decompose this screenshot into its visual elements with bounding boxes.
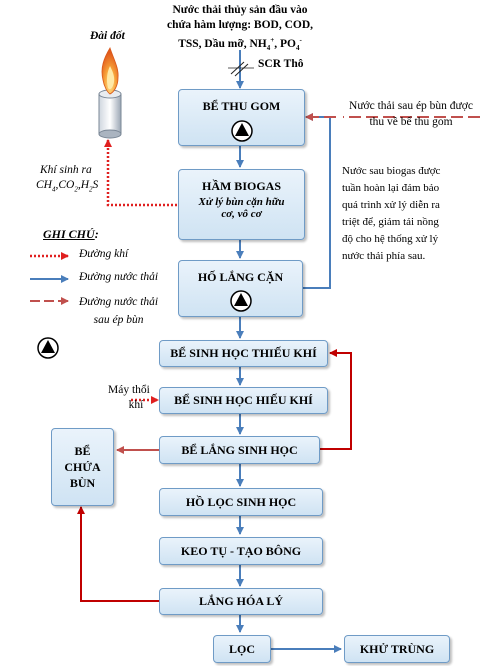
note-biogas-recycle: Nước sau biogas được tuần hoàn lại đảm b… xyxy=(342,163,482,265)
note-biogas-recycle-line-4: triệt để, giảm tải nồng xyxy=(342,216,439,228)
scr-slash-2 xyxy=(234,63,249,77)
recycle-sludge-line xyxy=(320,349,352,450)
box-chua-bun[interactable]: BỂ CHỨA BÙN xyxy=(51,428,114,506)
note-sludge-return: Nước thải sau ép bùn được thu về bể thu … xyxy=(340,98,482,130)
box-ham-biogas-title: HẦM BIOGAS xyxy=(201,179,281,193)
box-hieu-khi[interactable]: BỂ SINH HỌC HIẾU KHÍ xyxy=(159,387,328,414)
legend-water-label: Đường nước thải xyxy=(79,271,159,283)
box-ho-loc[interactable]: HỒ LỌC SINH HỌC xyxy=(159,488,323,516)
box-keo-tu-label: KEO TỤ - TẠO BÔNG xyxy=(180,543,302,558)
box-ham-biogas[interactable]: HẦM BIOGAS Xử lý bùn cặn hữu cơ, vô cơ xyxy=(178,169,305,240)
box-khu-trung[interactable]: KHỬ TRÙNG xyxy=(344,635,450,663)
legend-gas-label: Đường khí xyxy=(79,248,129,260)
box-loc[interactable]: LỌC xyxy=(213,635,271,663)
legend-sludge-label-line-1: Đường nước thải xyxy=(79,296,159,308)
influent-line-3: TSS, Dầu mỡ, NH4+, PO4- xyxy=(178,36,302,53)
legend-title-colon: : xyxy=(94,227,99,241)
note-sludge-return-line-2: thu về bể thu gom xyxy=(369,116,453,128)
legend-sludge-label-line-2: sau ép bùn xyxy=(93,314,144,326)
biogas-gas-label-line-1: Khí sinh ra xyxy=(40,164,92,176)
note-biogas-recycle-line-2: tuần hoàn lại đảm bảo xyxy=(342,182,440,194)
biogas-gas-label: Khí sinh ra CH4,CO2,H2S xyxy=(36,163,98,197)
box-thu-gom[interactable]: BỂ THU GOM xyxy=(178,89,305,146)
scr-label: SCR Thô xyxy=(258,58,304,70)
recycle-biogas-line xyxy=(302,113,331,289)
box-hieu-khi-label: BỂ SINH HỌC HIẾU KHÍ xyxy=(174,393,313,407)
box-ho-loc-label: HỒ LỌC SINH HỌC xyxy=(185,494,297,509)
note-sludge-return-line-1: Nước thải sau ép bùn được xyxy=(349,100,473,112)
box-lang-sinh-hoc-label: BỂ LẮNG SINH HỌC xyxy=(181,442,298,457)
burner-icon xyxy=(98,47,122,139)
box-thieu-khi-label: BỂ SINH HỌC THIẾU KHÍ xyxy=(170,346,317,360)
box-lang-sinh-hoc[interactable]: BỂ LẮNG SINH HỌC xyxy=(159,436,320,464)
box-ho-lang-can-label: HỐ LẮNG CẶN xyxy=(197,270,284,284)
box-chua-bun-line-2: CHỨA xyxy=(64,460,101,474)
legend-title: GHI CHÚ: xyxy=(43,227,99,242)
burner-label: Đài đốt xyxy=(90,30,125,42)
box-ham-biogas-sub-2: cơ, vô cơ xyxy=(221,208,262,220)
influent-line-1: Nước thải thủy sản đầu vào xyxy=(172,4,308,16)
influent-line-2: chứa hàm lượng: BOD, COD, xyxy=(166,19,314,31)
box-chua-bun-line-3: BÙN xyxy=(69,476,96,490)
box-chua-bun-line-1: BỂ xyxy=(74,444,91,458)
box-keo-tu[interactable]: KEO TỤ - TẠO BÔNG xyxy=(159,537,323,565)
arrow-langhl-chuabun xyxy=(77,506,160,602)
box-loc-label: LỌC xyxy=(228,641,255,656)
pump-icon xyxy=(230,120,253,142)
influent-description: Nước thải thủy sản đầu vào chứa hàm lượn… xyxy=(160,3,320,56)
legend-pump-icon xyxy=(37,337,59,359)
biogas-gas-formula: CH4,CO2,H2S xyxy=(36,179,99,194)
legend-title-text: GHI CHÚ xyxy=(43,227,95,241)
blower-label: Máy thổi khí xyxy=(108,383,150,413)
blower-label-line-1: Máy thổi xyxy=(108,384,150,396)
note-biogas-recycle-line-6: nước thải phía sau. xyxy=(342,250,426,262)
box-ham-biogas-sub-1: Xử lý bùn cặn hữu xyxy=(198,196,285,208)
pump-icon xyxy=(229,290,252,312)
note-biogas-recycle-line-1: Nước sau biogas được xyxy=(342,165,441,177)
legend-sludge-label: Đường nước thải sau ép bùn xyxy=(79,293,158,329)
box-ho-lang-can[interactable]: HỐ LẮNG CẶN xyxy=(178,260,303,317)
box-lang-hoa-ly-label: LẮNG HÓA LÝ xyxy=(198,594,283,608)
box-thieu-khi[interactable]: BỂ SINH HỌC THIẾU KHÍ xyxy=(159,340,328,367)
box-khu-trung-label: KHỬ TRÙNG xyxy=(359,641,435,656)
box-lang-hoa-ly[interactable]: LẮNG HÓA LÝ xyxy=(159,588,323,615)
gas-line-biogas xyxy=(104,139,177,207)
note-biogas-recycle-line-3: quá trình xử lý diễn ra xyxy=(342,199,440,211)
note-biogas-recycle-line-5: độ cho hệ thống xử lý xyxy=(342,233,439,245)
blower-label-line-2: khí xyxy=(128,399,144,411)
box-thu-gom-label: BỂ THU GOM xyxy=(202,99,281,113)
